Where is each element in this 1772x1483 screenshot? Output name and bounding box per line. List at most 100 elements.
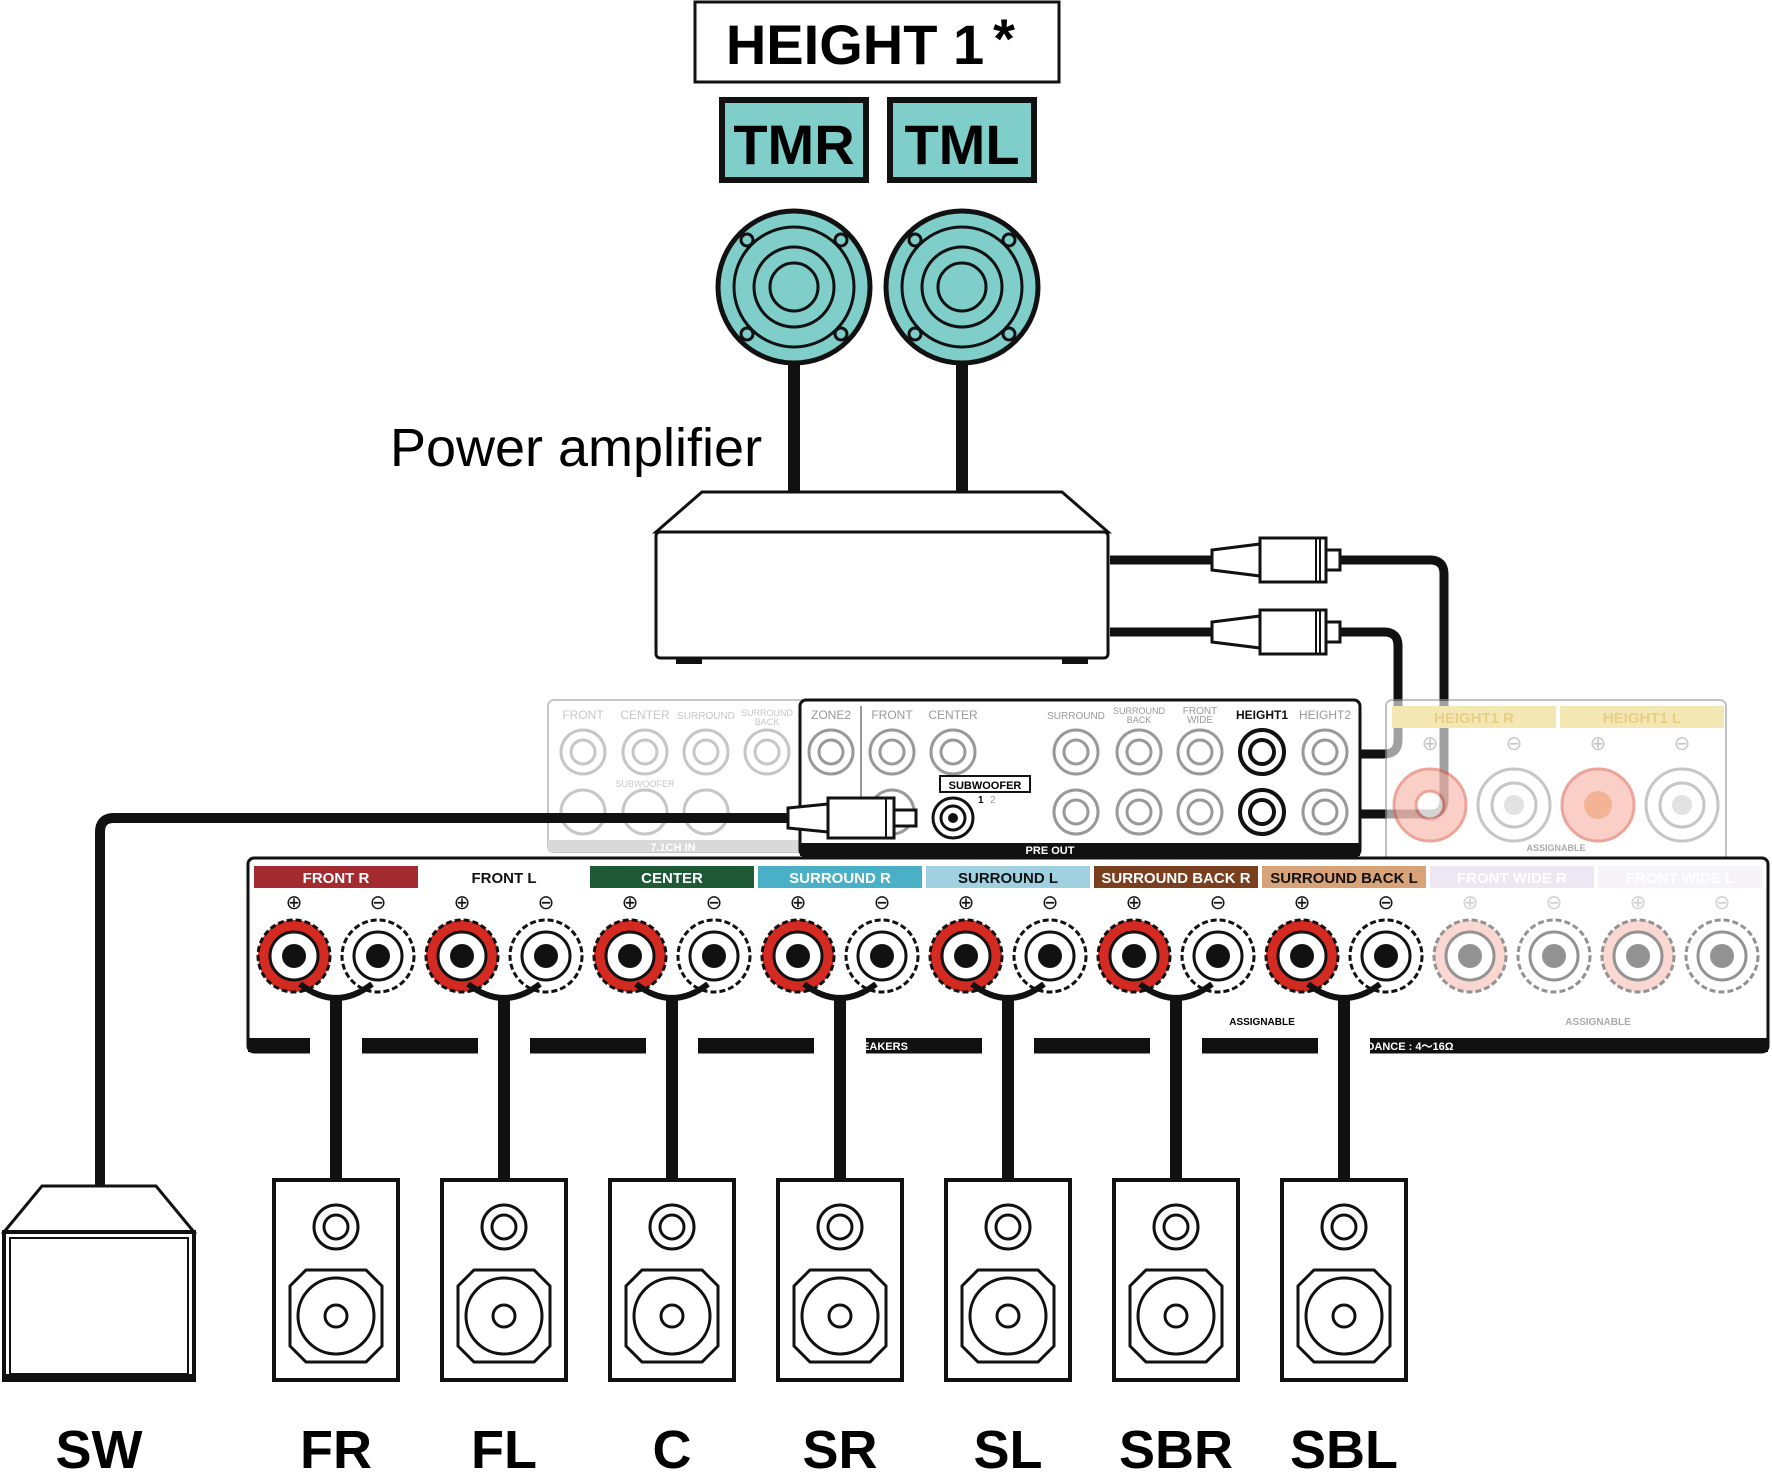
plus-icon: ⊕ — [958, 892, 975, 914]
power-amplifier-label: Power amplifier — [390, 418, 762, 478]
plus-icon: ⊕ — [1126, 892, 1143, 914]
speaker-c-icon — [608, 1178, 736, 1382]
preout-label-front: FRONT — [871, 708, 913, 722]
speaker-label-sw: SW — [56, 1420, 143, 1480]
tml-badge — [887, 97, 1037, 183]
terminal-group-label: FRONT WIDE L — [1626, 870, 1734, 887]
terminal-group-center: CENTER⊕ ⊖ — [590, 866, 754, 994]
positive-terminal[interactable] — [592, 918, 668, 994]
positive-terminal[interactable] — [1600, 918, 1676, 994]
height1-r-label: HEIGHT1 R — [1434, 710, 1514, 727]
7-1ch-in-label: 7.1CH IN — [650, 842, 695, 854]
speaker-label-fr: FR — [300, 1420, 372, 1480]
negative-terminal[interactable] — [1180, 918, 1256, 994]
negative-terminal[interactable] — [1684, 918, 1760, 994]
subwoofer-preout-jack[interactable] — [931, 796, 975, 840]
height-title: HEIGHT 1 * — [693, 0, 1061, 84]
positive-terminal[interactable] — [1432, 918, 1508, 994]
minus-icon: ⊖ — [538, 892, 555, 914]
terminal-wire-loop — [1138, 981, 1214, 1001]
7-1ch-label-front: FRONT — [562, 708, 604, 722]
negative-terminal[interactable] — [508, 918, 584, 994]
tmr-badge — [719, 97, 869, 183]
pre-out-panel: PRE OUT ZONE2 FRONT CENTER SURROUND SURR… — [798, 698, 1362, 858]
positive-terminal[interactable] — [1096, 918, 1172, 994]
minus-icon: ⊖ — [1546, 892, 1563, 914]
terminal-group-label: SURROUND R — [789, 870, 891, 887]
height-speaker-tml-icon — [883, 208, 1041, 366]
speaker-cable-c — [646, 1000, 698, 1180]
speaker-sbl-icon — [1280, 1178, 1408, 1382]
svg-text:⊖: ⊖ — [1674, 733, 1691, 755]
height-title-text: HEIGHT 1 — [726, 13, 984, 76]
speaker-sr-icon — [776, 1178, 904, 1382]
terminal-group-front-r: FRONT R⊕⊖ — [254, 866, 418, 994]
terminal-group-label: SURROUND BACK R — [1101, 870, 1250, 887]
positive-terminal[interactable] — [256, 918, 332, 994]
terminal-group-surround-back-l: SURROUND BACK L ⊕ ⊖ — [1262, 866, 1426, 994]
terminal-group-label: SURROUND BACK L — [1270, 870, 1418, 887]
height-speaker-tmr-icon — [715, 208, 873, 366]
subwoofer-cable — [95, 796, 918, 1186]
7-1ch-in-panel: 7.1CH IN FRONT CENTER SURROUND SURROUND … — [547, 699, 807, 854]
svg-text:⊖: ⊖ — [1506, 733, 1523, 755]
preout-subwoofer-1: 1 — [978, 795, 984, 806]
impedance-footer-b: DANCE : 4～16Ω — [1366, 1041, 1453, 1053]
preout-subwoofer-2: 2 — [990, 795, 996, 806]
positive-terminal[interactable] — [928, 918, 1004, 994]
7-1ch-label-back: BACK — [755, 717, 780, 727]
negative-terminal[interactable] — [844, 918, 920, 994]
speaker-label-sbr: SBR — [1119, 1420, 1233, 1480]
speaker-cable-sl — [982, 1000, 1034, 1180]
speaker-fr-icon — [272, 1178, 400, 1382]
terminal-group-label: FRONT L — [472, 870, 537, 887]
terminal-group-label: FRONT WIDE R — [1457, 870, 1567, 887]
subwoofer-icon — [0, 1184, 198, 1382]
7-1ch-label-center: CENTER — [620, 708, 670, 722]
negative-terminal[interactable] — [1012, 918, 1088, 994]
preout-label-height1: HEIGHT1 — [1236, 708, 1288, 722]
negative-terminal[interactable] — [1516, 918, 1592, 994]
negative-terminal[interactable] — [340, 918, 416, 994]
speaker-label-sbl: SBL — [1290, 1420, 1398, 1480]
minus-icon: ⊖ — [370, 892, 387, 914]
positive-terminal[interactable] — [1264, 918, 1340, 994]
preout-subwoofer-label: SUBWOOFER — [949, 780, 1022, 792]
negative-terminal[interactable] — [1348, 918, 1424, 994]
preout-label-front-wide-2: WIDE — [1187, 715, 1213, 726]
minus-icon: ⊖ — [706, 892, 723, 914]
positive-terminal[interactable] — [760, 918, 836, 994]
height-assignable-label: ASSIGNABLE — [1526, 843, 1585, 853]
speaker-fl-icon — [440, 1178, 568, 1382]
assignable-label-fw: ASSIGNABLE — [1565, 1017, 1631, 1028]
terminal-wire-loop — [970, 981, 1046, 1001]
height-terminal-panel: HEIGHT1 R HEIGHT1 L ASSIGNABLE ⊕ ⊖ ⊕ ⊖ — [1385, 699, 1727, 861]
preout-label-surround-back: SURROUND — [1113, 706, 1166, 716]
preout-label-center: CENTER — [928, 708, 978, 722]
plus-icon: ⊕ — [1294, 892, 1311, 914]
positive-terminal[interactable] — [424, 918, 500, 994]
height1-preout-jack-lower[interactable] — [1238, 788, 1286, 836]
tml-badge-label: TML — [904, 113, 1019, 176]
minus-icon: ⊖ — [1378, 892, 1395, 914]
plus-icon: ⊕ — [790, 892, 807, 914]
speaker-label-c: C — [653, 1420, 692, 1480]
negative-terminal[interactable] — [676, 918, 752, 994]
tmr-badge-label: TMR — [733, 113, 854, 176]
terminal-group-surround-l: SURROUND L⊕⊖ — [926, 866, 1090, 994]
speaker-cable-sbl — [1318, 1000, 1370, 1180]
minus-icon: ⊖ — [874, 892, 891, 914]
height-badges: TMR TML — [719, 97, 1037, 183]
svg-text:⊕: ⊕ — [1590, 733, 1607, 755]
preout-label-front-wide: FRONT — [1183, 706, 1217, 717]
preout-label-height2: HEIGHT2 — [1299, 708, 1351, 722]
height1-preout-jack-upper[interactable] — [1238, 728, 1286, 776]
plus-icon: ⊕ — [454, 892, 471, 914]
speaker-cable-sbr — [1150, 1000, 1202, 1180]
terminal-group-label: CENTER — [641, 870, 703, 887]
power-amplifier-icon — [651, 490, 1113, 664]
plus-icon: ⊕ — [622, 892, 639, 914]
speaker-label-sr: SR — [802, 1420, 877, 1480]
